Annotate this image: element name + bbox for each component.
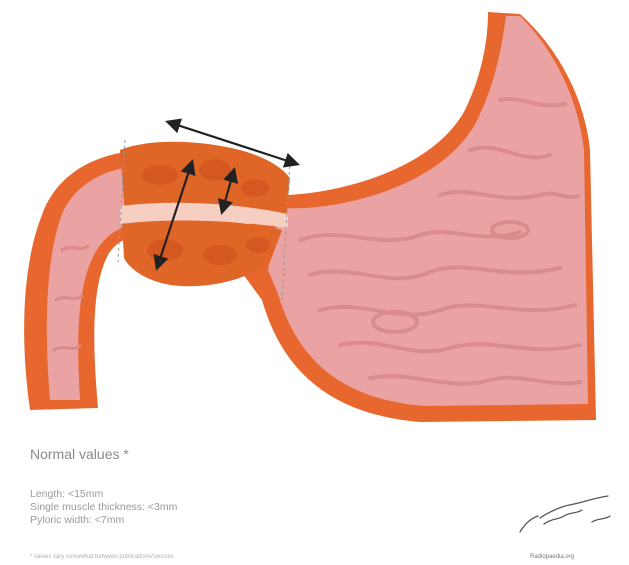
credit-text: Radiopaedia.org — [530, 554, 574, 560]
footnote: * values vary somewhat between publicati… — [30, 554, 174, 560]
artist-signature — [512, 488, 624, 548]
pyloric-width-value: Pyloric width: <7mm — [30, 514, 177, 527]
stomach — [240, 12, 596, 422]
length-value: Length: <15mm — [30, 488, 177, 501]
pyloric-anatomy-illustration — [0, 0, 629, 440]
muscle-thickness-value: Single muscle thickness: <3mm — [30, 501, 177, 514]
normal-values-heading: Normal values * — [30, 446, 129, 462]
normal-values-list: Length: <15mm Single muscle thickness: <… — [30, 488, 177, 527]
pyloric-canal — [120, 142, 290, 287]
